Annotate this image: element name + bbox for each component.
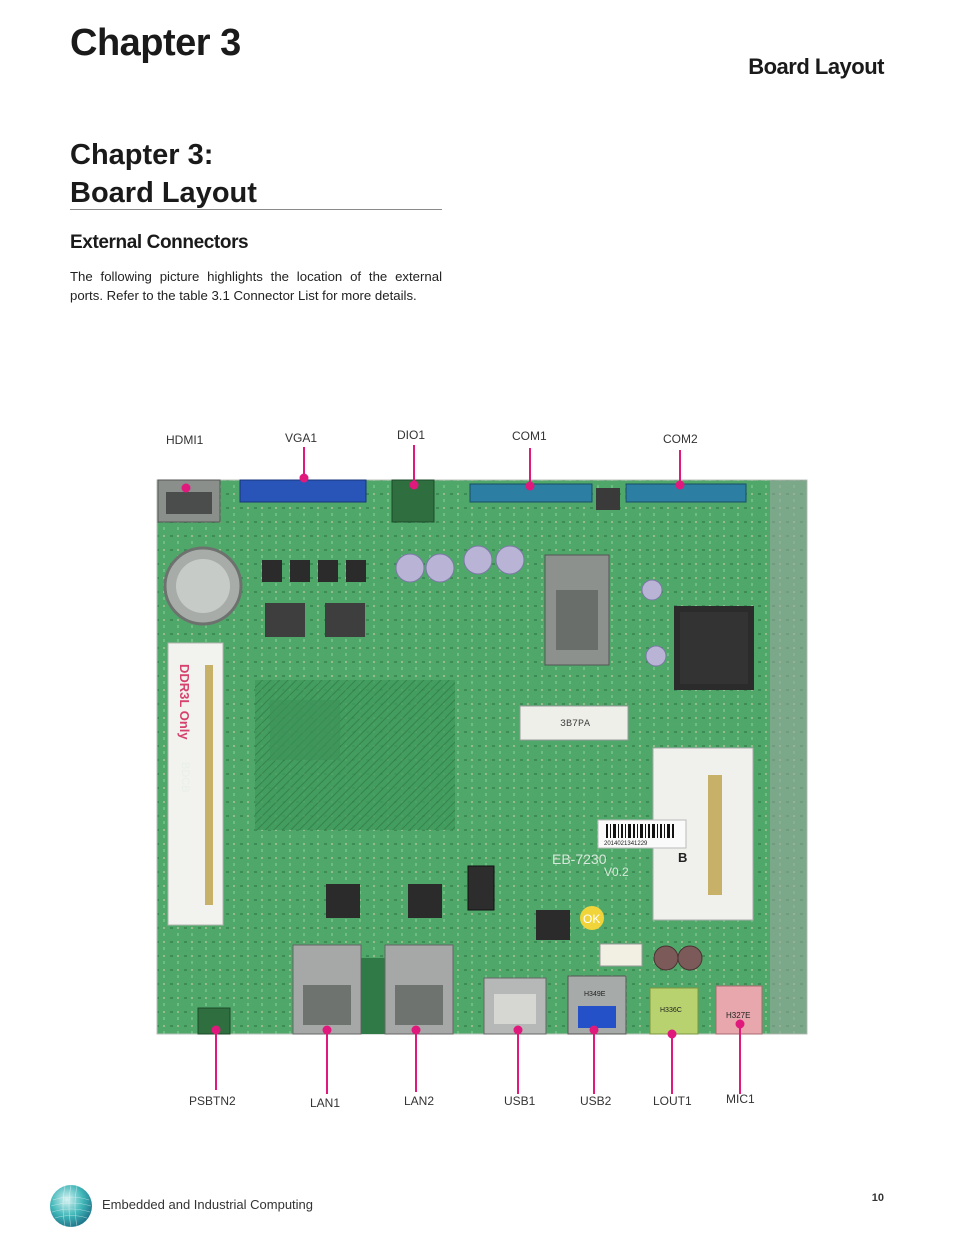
chapter-title: Chapter 3: Board Layout (70, 136, 257, 212)
capacitor (641, 579, 663, 601)
lan-gap-board (361, 958, 385, 1034)
dio1-callout-dot (409, 480, 419, 490)
company-logo (50, 1184, 92, 1228)
chapter-tag: Chapter 3 (70, 22, 241, 64)
lan-chip (326, 884, 360, 918)
lan-chip (408, 884, 442, 918)
footer-tagline: Embedded and Industrial Computing (102, 1197, 314, 1212)
model-silk: EB-7230 (552, 851, 607, 867)
audio-chip (536, 910, 570, 940)
ddr-sodimm-contacts (205, 665, 213, 905)
capacitor (495, 545, 525, 575)
capacitor (425, 553, 455, 583)
mic1-callout-dot (735, 1019, 745, 1029)
psbtn2-label: PSBTN2 (189, 1094, 236, 1108)
serial-number: 2014021341229 (604, 841, 648, 847)
inductor (265, 603, 305, 637)
mosfet (318, 560, 338, 582)
lan1-label: LAN1 (310, 1096, 341, 1110)
com2-port (625, 483, 747, 503)
vga-port (239, 479, 367, 503)
superio-chip-inner (680, 612, 748, 684)
usb2-silk: H349E (584, 991, 606, 998)
lan2-port-inner (395, 985, 443, 1025)
usb2-callout-dot (589, 1025, 599, 1035)
capacitor (645, 645, 667, 667)
usb2-label: USB2 (580, 1094, 612, 1108)
usb2-port-inner (578, 1006, 616, 1028)
usb1-port-inner (494, 994, 536, 1024)
header-block (596, 488, 620, 510)
lan2-callout-dot (411, 1025, 421, 1035)
pcb-edge (770, 480, 807, 1034)
hdmi1-callout-dot (181, 483, 191, 493)
com2-callout-dot (675, 480, 685, 490)
chapter-title-line1: Chapter 3: (70, 139, 214, 171)
vga1-label: VGA1 (285, 431, 318, 445)
lout-jack (649, 987, 699, 1035)
mic1-label: MIC1 (726, 1092, 755, 1106)
capacitor (395, 553, 425, 583)
ddr-sodimm-slot (167, 642, 224, 926)
cf-contacts (708, 775, 722, 895)
chapter-title-line2: Board Layout (70, 177, 257, 209)
pin-header (599, 943, 643, 967)
ok-sticker (580, 906, 604, 930)
mosfet (262, 560, 282, 582)
cf-silk: 3B7PA (560, 719, 590, 730)
lan2-label: LAN2 (404, 1094, 435, 1108)
intro-paragraph: The following picture highlights the loc… (70, 269, 442, 303)
com1-callout-dot (525, 481, 535, 491)
psbtn2-callout-dot (211, 1025, 221, 1035)
cf-small-connector (519, 705, 629, 741)
inductor (325, 603, 365, 637)
com2-label: COM2 (663, 432, 698, 446)
com1-label: COM1 (512, 429, 547, 443)
hdmi1-label: HDMI1 (166, 433, 204, 447)
lout1-label: LOUT1 (653, 1094, 692, 1108)
callouts (181, 445, 745, 1094)
lan1-callout-dot (322, 1025, 332, 1035)
capacitor (653, 945, 679, 971)
section-tag: Board Layout (748, 54, 884, 79)
barcode (606, 824, 674, 838)
soc-chip (270, 700, 340, 760)
section-subheading: External Connectors (70, 232, 249, 253)
ok-sticker-text: OK (583, 912, 600, 926)
ddr-silk-code: BDCB (179, 762, 191, 793)
usb1-label: USB1 (504, 1094, 536, 1108)
lout1-callout-dot (667, 1029, 677, 1039)
lan1-port-inner (303, 985, 351, 1025)
hdmi-port-inner (166, 492, 212, 514)
ddr-silk-label: DDR3L Only (177, 664, 192, 740)
rev-silk: B (678, 850, 687, 865)
vga1-callout-dot (299, 473, 309, 483)
mosfet (346, 560, 366, 582)
sim-socket-inner (556, 590, 598, 650)
sata-connector (467, 865, 495, 911)
rtc-battery-inner (176, 559, 230, 613)
lout-silk: H336C (660, 1007, 682, 1014)
mic-silk: H327E (726, 1011, 750, 1020)
usb1-callout-dot (513, 1025, 523, 1035)
capacitor (677, 945, 703, 971)
dio1-label: DIO1 (397, 428, 426, 442)
page-number: 10 (871, 1192, 884, 1204)
mosfet (290, 560, 310, 582)
title-rule (70, 209, 442, 210)
version-silk: V0.2 (604, 865, 629, 879)
capacitor (463, 545, 493, 575)
